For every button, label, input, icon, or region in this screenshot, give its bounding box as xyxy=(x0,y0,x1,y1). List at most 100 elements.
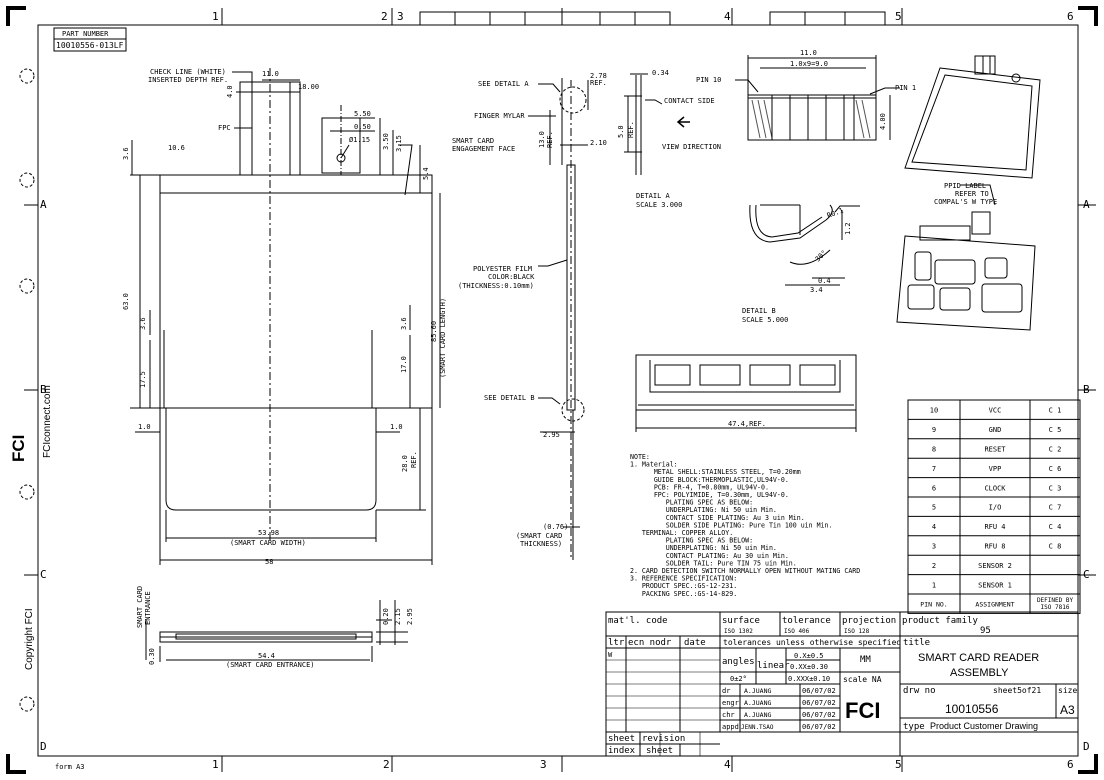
corner-marks xyxy=(6,6,1098,774)
ppid-label-2: REFER TO xyxy=(955,190,989,198)
tb-name-2: A.JUANG xyxy=(744,711,771,719)
tb-iso406: ISO 406 xyxy=(784,628,810,635)
dim-030: 0.30 xyxy=(148,648,156,665)
tb-role-0: dr xyxy=(722,687,730,695)
dim-54: 5.4 xyxy=(422,167,430,180)
tb-role-1: engr xyxy=(722,699,739,707)
engagement-label-1: SMART CARD xyxy=(452,137,494,145)
bottom-view-labels: SMART CARD ENTRANCE 0.30 0.20 2.15 2.95 … xyxy=(136,586,414,669)
dim-36a: 3.6 xyxy=(122,147,130,160)
detail-b-scale: SCALE 5.000 xyxy=(742,316,788,324)
part-number-label: PART NUMBER xyxy=(62,30,109,38)
zone-labels: 1 2 3 4 5 6 1 2 3 4 5 6 A B C D A B C D … xyxy=(40,10,1090,771)
pin-table-header: DEFINED BY xyxy=(1037,597,1074,604)
dim-length: (SMART CARD LENGTH) xyxy=(439,298,447,378)
pin-iso-cell: C 6 xyxy=(1049,465,1062,473)
part-number-box: PART NUMBER 10010556-013LF xyxy=(53,27,127,52)
bottom-view xyxy=(145,600,408,662)
row-c-r: C xyxy=(1083,568,1090,581)
dim-210: 2.10 xyxy=(590,139,607,147)
tb-tol-unless: tolerances unless otherwise specified xyxy=(723,638,901,647)
thickness-2: THICKNESS) xyxy=(520,540,562,548)
dim-315: 3.15 xyxy=(395,135,403,152)
col-3: 3 xyxy=(397,10,404,23)
note-line: PLATING SPEC AS BELOW: xyxy=(630,537,753,545)
col-4b: 4 xyxy=(724,758,731,771)
dim-050: 0.50 xyxy=(354,123,371,131)
iso-views xyxy=(896,55,1041,331)
tb-title1: SMART CARD READER xyxy=(918,652,1039,664)
col-2: 2 xyxy=(381,10,388,23)
dim-5398: 53.98 xyxy=(258,529,279,537)
note-line: NOTE: xyxy=(630,453,650,461)
engagement-label-2: ENGAGEMENT FACE xyxy=(452,145,515,153)
dim-280-ref: REF. xyxy=(410,451,418,468)
dim-215: 2.15 xyxy=(394,608,402,625)
dim-130: 13.0 xyxy=(538,131,546,148)
entrance-label-2: ENTRANCE xyxy=(144,591,152,625)
title-block xyxy=(605,611,1079,757)
note-line: PLATING SPEC AS BELOW: xyxy=(630,499,753,507)
note-line: 3. REFERENCE SPECIFICATION: xyxy=(630,575,737,583)
col-5: 5 xyxy=(895,10,902,23)
dim-30deg: 30° xyxy=(814,249,829,264)
tb-ltr: ltr xyxy=(608,638,625,648)
inserted-depth-label: INSERTED DEPTH REF. xyxy=(148,76,228,84)
col-6b: 6 xyxy=(1067,758,1074,771)
tb-title2: ASSEMBLY xyxy=(950,667,1009,679)
fpc-label: FPC xyxy=(218,124,231,132)
note-line: FPC: POLYIMIDE, T=0.30mm, UL94V-0. xyxy=(630,491,789,499)
pin-number-cell: 3 xyxy=(932,543,936,551)
tb-revision: revision xyxy=(642,734,685,744)
detail-b-labels: R0.1 1.2 30° 0.4 3.4 DETAIL B SCALE 5.00… xyxy=(742,207,852,324)
note-line: GUIDE BLOCK:THERMOPLASTIC,UL94V-0. xyxy=(630,476,789,484)
dim-295: 2.95 xyxy=(543,431,560,439)
dim-4: 4.0 xyxy=(226,85,234,98)
tb-sheet-label: sheet xyxy=(608,734,635,744)
pin-number-cell: 6 xyxy=(932,484,936,492)
front-view xyxy=(130,68,441,565)
col-3b: 3 xyxy=(540,758,547,771)
col-1: 1 xyxy=(212,10,219,23)
check-line-label: CHECK LINE (WHITE) xyxy=(150,68,226,76)
front-view-labels: CHECK LINE (WHITE) INSERTED DEPTH REF. F… xyxy=(122,68,515,566)
tb-family: 95 xyxy=(980,626,991,636)
pin-assignment-cell: GND xyxy=(989,426,1002,434)
pin-number-cell: 7 xyxy=(932,465,936,473)
pin-assignment-cell: RFU 4 xyxy=(984,523,1005,531)
dim-10x9: 1.0x9=9.0 xyxy=(790,60,828,68)
pin-number-cell: 1 xyxy=(932,581,936,589)
dim-58: 58 xyxy=(265,558,273,566)
tb-tolerance: tolerance xyxy=(782,616,831,626)
side-view xyxy=(528,78,589,560)
dim-350: 3.50 xyxy=(382,133,390,150)
col-4: 4 xyxy=(724,10,731,23)
row-a-r: A xyxy=(1083,198,1090,211)
part-number-value: 10010556-013LF xyxy=(56,41,124,50)
tb-date-3: 06/07/02 xyxy=(802,723,836,731)
detail-a xyxy=(624,73,690,175)
tb-type: Product Customer Drawing xyxy=(930,721,1038,731)
tb-name-3: JENN.TSAO xyxy=(741,724,774,731)
registration-marks xyxy=(19,68,35,712)
tb-type-label: type xyxy=(903,722,925,732)
dim-106: 10.6 xyxy=(168,144,185,152)
dim-130-ref: REF. xyxy=(546,131,554,148)
contact-side: CONTACT SIDE xyxy=(664,97,715,105)
tb-sheet2: sheet xyxy=(646,746,673,756)
tb-date: date xyxy=(684,638,706,648)
tb-role-3: appd xyxy=(722,723,739,731)
col-1b: 1 xyxy=(212,758,219,771)
note-line: PACKING SPEC.:GS-14-829. xyxy=(630,590,737,598)
notes-block: NOTE:1. Material: METAL SHELL:STAINLESS … xyxy=(630,453,860,598)
see-detail-a: SEE DETAIL A xyxy=(478,80,529,88)
row-d: D xyxy=(40,740,47,753)
pin-iso-cell: C 5 xyxy=(1049,426,1062,434)
poly-film-1: POLYESTER FILM xyxy=(473,265,532,273)
tb-tol3: 0.XXX±0.10 xyxy=(788,675,830,683)
tb-ecn: ecn nodr xyxy=(628,638,672,648)
tb-iso128: ISO 128 xyxy=(844,628,870,635)
dim-170: 17.0 xyxy=(400,356,408,373)
rear-view xyxy=(635,354,857,432)
